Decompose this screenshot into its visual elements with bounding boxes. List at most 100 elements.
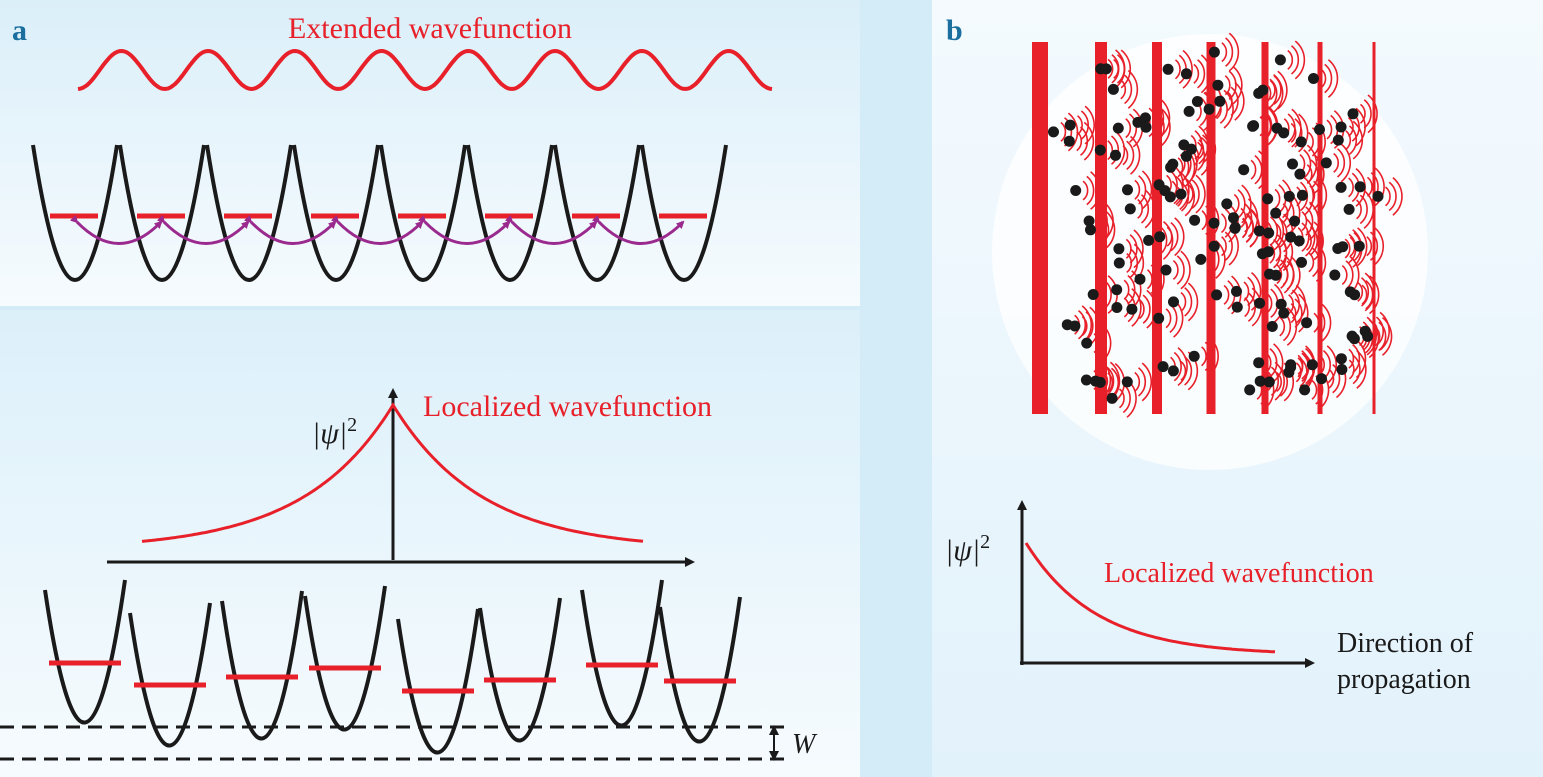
scatterer xyxy=(1332,243,1344,254)
scatterer xyxy=(1271,122,1283,134)
wavelet-arc xyxy=(1297,357,1304,378)
wavelet-arc xyxy=(1327,59,1339,98)
wavelet-arc xyxy=(1276,264,1283,285)
wavelet-arc xyxy=(1126,140,1135,171)
wavelet-arc xyxy=(1067,112,1079,152)
scatterer xyxy=(1294,168,1306,180)
scatterer xyxy=(1316,373,1327,385)
hopping-arrow xyxy=(504,214,598,245)
wavelet-arc xyxy=(1247,198,1259,238)
scatterer xyxy=(1329,269,1341,281)
wavelet-arc xyxy=(1179,171,1190,211)
wavelet-arc xyxy=(1107,140,1114,161)
wavelet-arc xyxy=(1162,220,1174,260)
wavefront xyxy=(1261,42,1269,414)
wavefronts xyxy=(1032,42,1376,414)
wavelet-arc xyxy=(1103,201,1114,241)
scatterer xyxy=(1257,84,1269,96)
scatterer xyxy=(1270,207,1282,219)
scatterer xyxy=(1346,330,1358,342)
scatterer xyxy=(1287,158,1298,170)
scatterer xyxy=(1278,307,1290,319)
scatterer xyxy=(1122,184,1133,196)
wavelet-arc xyxy=(1127,274,1136,305)
scatterer xyxy=(1285,361,1297,373)
wavelet-arc xyxy=(1177,157,1184,178)
scatterer xyxy=(1134,273,1146,285)
wavelet-arc xyxy=(1177,347,1188,387)
scatterer xyxy=(1159,185,1171,197)
scatterer xyxy=(1336,364,1348,375)
wavelet-arc xyxy=(1187,282,1199,322)
scatterer xyxy=(1111,302,1123,313)
b-localized-title: Localized wavefunction xyxy=(1104,558,1374,589)
scatterer xyxy=(1353,240,1365,252)
wavelet-arc xyxy=(1194,130,1203,160)
scatterer xyxy=(1208,217,1220,229)
scatterer xyxy=(1085,224,1096,236)
wavelet-arc xyxy=(1279,316,1286,337)
wavelet-arc xyxy=(1082,180,1089,201)
hopping-arrow xyxy=(156,214,250,245)
scatterer xyxy=(1208,240,1220,252)
scatterer xyxy=(1094,376,1106,388)
scatterer xyxy=(1070,185,1082,196)
well xyxy=(292,144,380,282)
wavelet-arc xyxy=(1275,241,1282,262)
scatterer xyxy=(1191,96,1203,107)
periodic-wells xyxy=(31,144,728,282)
scatterer xyxy=(1111,284,1123,296)
scatterer xyxy=(1154,231,1166,243)
wavelet-arc xyxy=(1184,356,1193,386)
wavelet-arc xyxy=(1242,217,1249,238)
wavelet-arc xyxy=(1134,179,1141,200)
b-y-label-exp: 2 xyxy=(980,531,990,553)
wavelet-arc xyxy=(1326,345,1338,385)
panel-a-bottom-background xyxy=(0,310,860,777)
scatterer xyxy=(1293,235,1305,247)
well xyxy=(43,579,127,725)
well xyxy=(31,144,119,282)
scatterer xyxy=(1113,257,1125,269)
scatterer xyxy=(1107,83,1119,95)
wavelet-arc xyxy=(1274,361,1285,401)
wavelet-arc xyxy=(1356,199,1362,220)
scatterer xyxy=(1110,149,1121,161)
scatterer xyxy=(1244,384,1256,396)
wavelet-arc xyxy=(1221,236,1227,257)
b-y-label: |ψ|2 xyxy=(945,531,990,567)
wavelet-arc xyxy=(1384,186,1391,207)
well xyxy=(303,585,387,732)
scatterer xyxy=(1124,203,1136,215)
scatterer xyxy=(1081,337,1093,349)
scatterer xyxy=(1167,365,1179,377)
scatterer xyxy=(1178,139,1190,151)
wavelet-arc xyxy=(1303,149,1312,179)
disordered-energy-levels xyxy=(49,660,736,694)
extended-wavefunction-title: Extended wavefunction xyxy=(288,12,572,45)
scatterer xyxy=(1275,298,1287,310)
wavelet-arc xyxy=(1184,287,1193,317)
wavelet-arc xyxy=(1291,108,1302,148)
wavelet-arc xyxy=(1298,113,1309,153)
wavelet-arc xyxy=(1352,120,1364,160)
localized-curve xyxy=(141,402,644,543)
wavelet-arc xyxy=(1352,354,1361,385)
wavelet-arc xyxy=(1361,284,1368,305)
scatterer xyxy=(1248,120,1260,132)
wavelet-arc xyxy=(1348,359,1355,380)
wavelet-arc xyxy=(1191,179,1200,209)
wavelet-arc xyxy=(1077,309,1087,340)
wavelet-arc xyxy=(1388,181,1397,212)
scatterer xyxy=(1301,317,1313,329)
wavelet-arc xyxy=(1225,37,1234,67)
wavelet-arc xyxy=(1180,360,1187,381)
scatterer xyxy=(1126,303,1138,315)
scatterer xyxy=(1160,264,1172,276)
wavelet-arc xyxy=(1137,198,1144,219)
wavelet-arc xyxy=(1134,371,1141,392)
wavelet-arc xyxy=(1224,75,1231,96)
scatterer xyxy=(1069,320,1081,332)
hopping-arrow xyxy=(243,214,337,245)
